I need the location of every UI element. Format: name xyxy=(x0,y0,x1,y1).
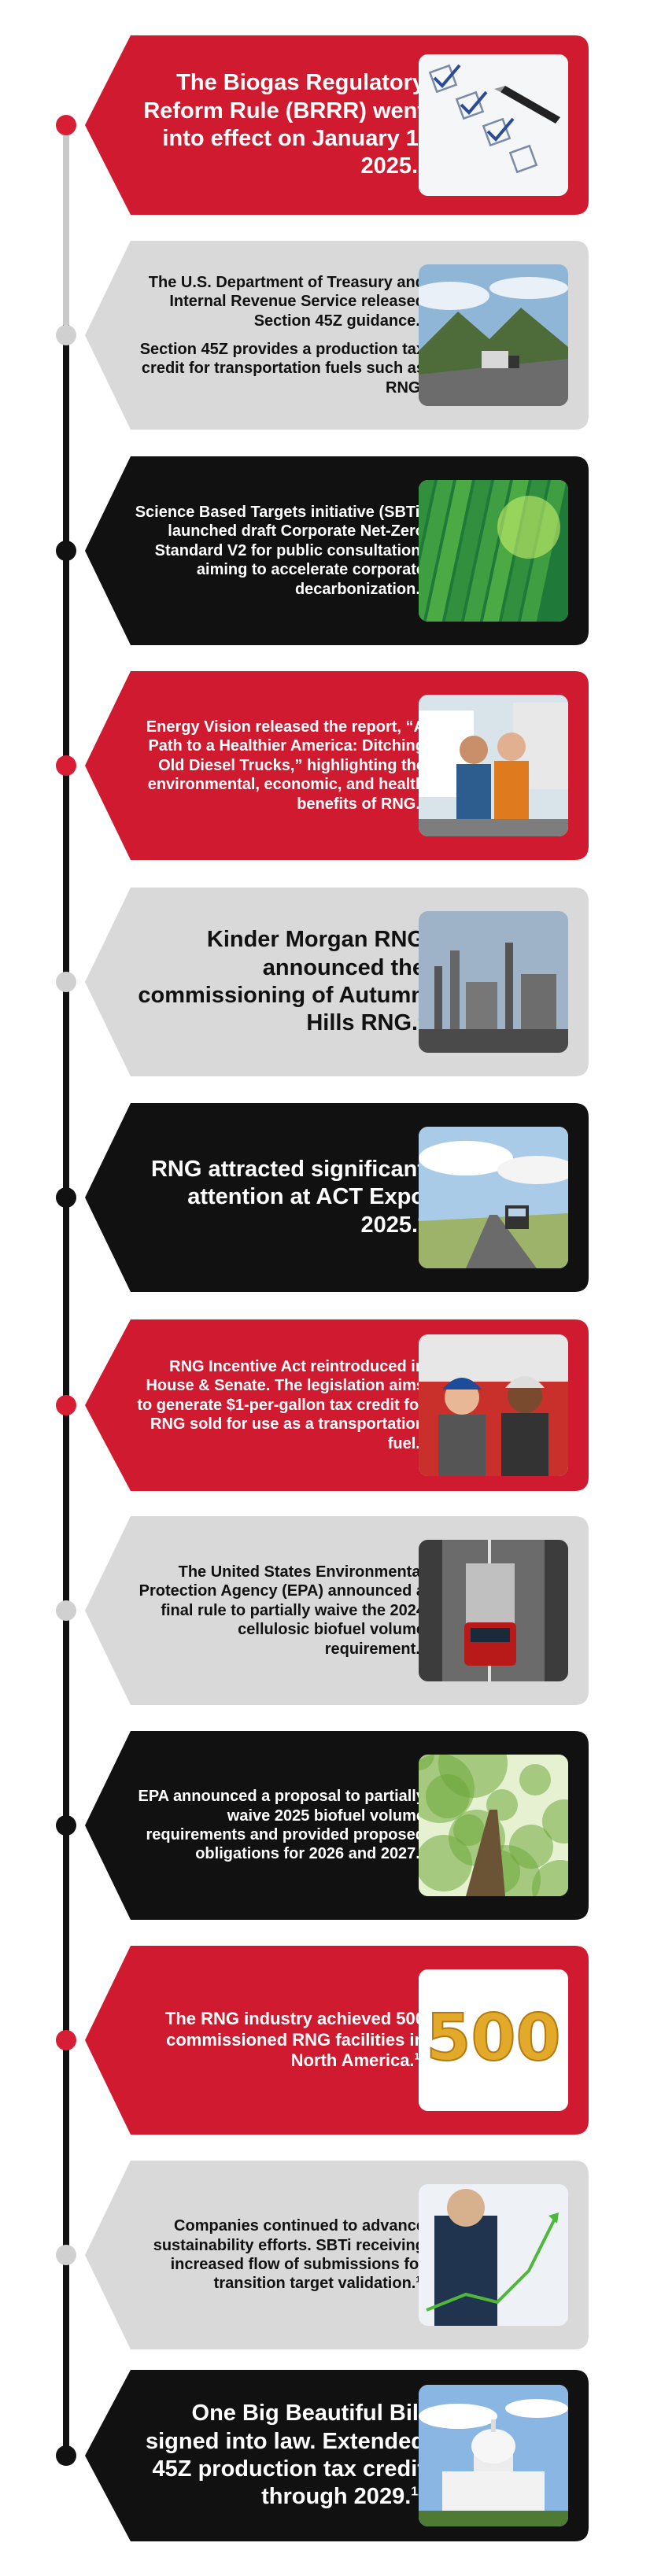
timeline-event-card: Science Based Targets initiative (SBTi) … xyxy=(85,456,589,645)
growth-arrow-image xyxy=(419,2184,568,2326)
timeline-line xyxy=(63,323,69,2459)
event-text: The RNG industry achieved 500 commission… xyxy=(134,2009,425,2072)
timeline-event-card: Kinder Morgan RNG announced the commissi… xyxy=(85,888,589,1076)
event-text-line: Companies continued to advance sustainab… xyxy=(153,2217,425,2293)
timeline-dot xyxy=(56,1600,76,1621)
timeline-dot xyxy=(56,2245,76,2265)
event-description: One Big Beautiful Bill signed into law. … xyxy=(134,2370,425,2541)
red-truck-road-image xyxy=(419,1540,568,1681)
event-description: The United States Environmental Protecti… xyxy=(134,1516,425,1705)
timeline-line-gray-segment xyxy=(63,130,69,327)
timeline-event-card: Energy Vision released the report, “A Pa… xyxy=(85,671,589,860)
truck-drivers-image xyxy=(419,695,568,836)
timeline-dot xyxy=(56,1815,76,1836)
timeline-dot xyxy=(56,1187,76,1208)
event-text-line: RNG Incentive Act reintroduced in House … xyxy=(137,1358,425,1452)
timeline-dot xyxy=(56,1395,76,1415)
event-text: Science Based Targets initiative (SBTi) … xyxy=(134,503,425,599)
event-text: RNG Incentive Act reintroduced in House … xyxy=(134,1357,425,1453)
event-description: The RNG industry achieved 500 commission… xyxy=(134,1946,425,2135)
event-description: EPA announced a proposal to partially wa… xyxy=(134,1731,425,1920)
truck-mountains-image xyxy=(419,264,568,406)
event-text: The U.S. Department of Treasury and Inte… xyxy=(134,273,425,330)
capitol-building-image xyxy=(419,2385,568,2526)
timeline-event-card: The Biogas Regulatory Reform Rule (BRRR)… xyxy=(85,35,589,215)
event-text: The Biogas Regulatory Reform Rule (BRRR)… xyxy=(134,69,425,181)
event-description: Science Based Targets initiative (SBTi) … xyxy=(134,456,425,645)
event-text-line: EPA announced a proposal to partially wa… xyxy=(138,1788,425,1863)
highway-truck-image xyxy=(419,1127,568,1268)
timeline-event-card: EPA announced a proposal to partially wa… xyxy=(85,1731,589,1920)
timeline-event-card: The RNG industry achieved 500 commission… xyxy=(85,1946,589,2135)
event-description: The Biogas Regulatory Reform Rule (BRRR)… xyxy=(134,35,425,215)
timeline-event-card: Companies continued to advance sustainab… xyxy=(85,2161,589,2349)
event-text: One Big Beautiful Bill signed into law. … xyxy=(134,2400,425,2511)
event-text-line: Energy Vision released the report, “A Pa… xyxy=(146,718,425,813)
event-description: Kinder Morgan RNG announced the commissi… xyxy=(134,888,425,1076)
event-description: Companies continued to advance sustainab… xyxy=(134,2161,425,2349)
timeline-dot xyxy=(56,2030,76,2050)
event-text-line: One Big Beautiful Bill signed into law. … xyxy=(145,2401,425,2510)
timeline-dot xyxy=(56,541,76,561)
industrial-plant-image xyxy=(419,911,568,1053)
timeline-dot xyxy=(56,755,76,776)
timeline-event-card: One Big Beautiful Bill signed into law. … xyxy=(85,2370,589,2541)
balloon-500-image: 500 xyxy=(419,1969,568,2111)
event-description: RNG Incentive Act reintroduced in House … xyxy=(134,1319,425,1491)
timeline-event-card: RNG Incentive Act reintroduced in House … xyxy=(85,1319,589,1491)
tree-canopy-image xyxy=(419,1755,568,1896)
smiling-drivers-image xyxy=(419,1334,568,1476)
event-text: Energy Vision released the report, “A Pa… xyxy=(134,718,425,814)
event-text: EPA announced a proposal to partially wa… xyxy=(134,1787,425,1864)
event-description: Energy Vision released the report, “A Pa… xyxy=(134,671,425,860)
event-description: The U.S. Department of Treasury and Inte… xyxy=(134,241,425,430)
event-text-line: Science Based Targets initiative (SBTi) … xyxy=(135,504,425,598)
event-text-line: Kinder Morgan RNG announced the commissi… xyxy=(138,927,425,1036)
timeline-dot xyxy=(56,325,76,345)
event-text-line: RNG attracted significant attention at A… xyxy=(150,1156,425,1238)
event-text-line: The United States Environmental Protecti… xyxy=(138,1563,425,1658)
svg-text:500: 500 xyxy=(426,2001,560,2076)
checklist-image xyxy=(419,54,568,196)
event-text-line: The RNG industry achieved 500 commission… xyxy=(164,2008,425,2071)
timeline-dot xyxy=(56,972,76,992)
event-description: RNG attracted significant attention at A… xyxy=(134,1103,425,1292)
event-text: Companies continued to advance sustainab… xyxy=(134,2216,425,2294)
event-text: Kinder Morgan RNG announced the commissi… xyxy=(134,926,425,1038)
timeline-event-card: RNG attracted significant attention at A… xyxy=(85,1103,589,1292)
event-text: RNG attracted significant attention at A… xyxy=(134,1156,425,1239)
event-text: Section 45Z provides a production tax cr… xyxy=(134,340,425,397)
timeline-dot xyxy=(56,2445,76,2466)
timeline-event-card: The United States Environmental Protecti… xyxy=(85,1516,589,1705)
event-text-line: The Biogas Regulatory Reform Rule (BRRR)… xyxy=(143,70,425,179)
event-text: The United States Environmental Protecti… xyxy=(134,1563,425,1659)
event-text-line: The U.S. Department of Treasury and Inte… xyxy=(148,273,425,330)
green-building-image xyxy=(419,480,568,622)
timeline-dot xyxy=(56,115,76,135)
timeline-event-card: The U.S. Department of Treasury and Inte… xyxy=(85,241,589,430)
event-text-line: Section 45Z provides a production tax cr… xyxy=(139,341,425,397)
